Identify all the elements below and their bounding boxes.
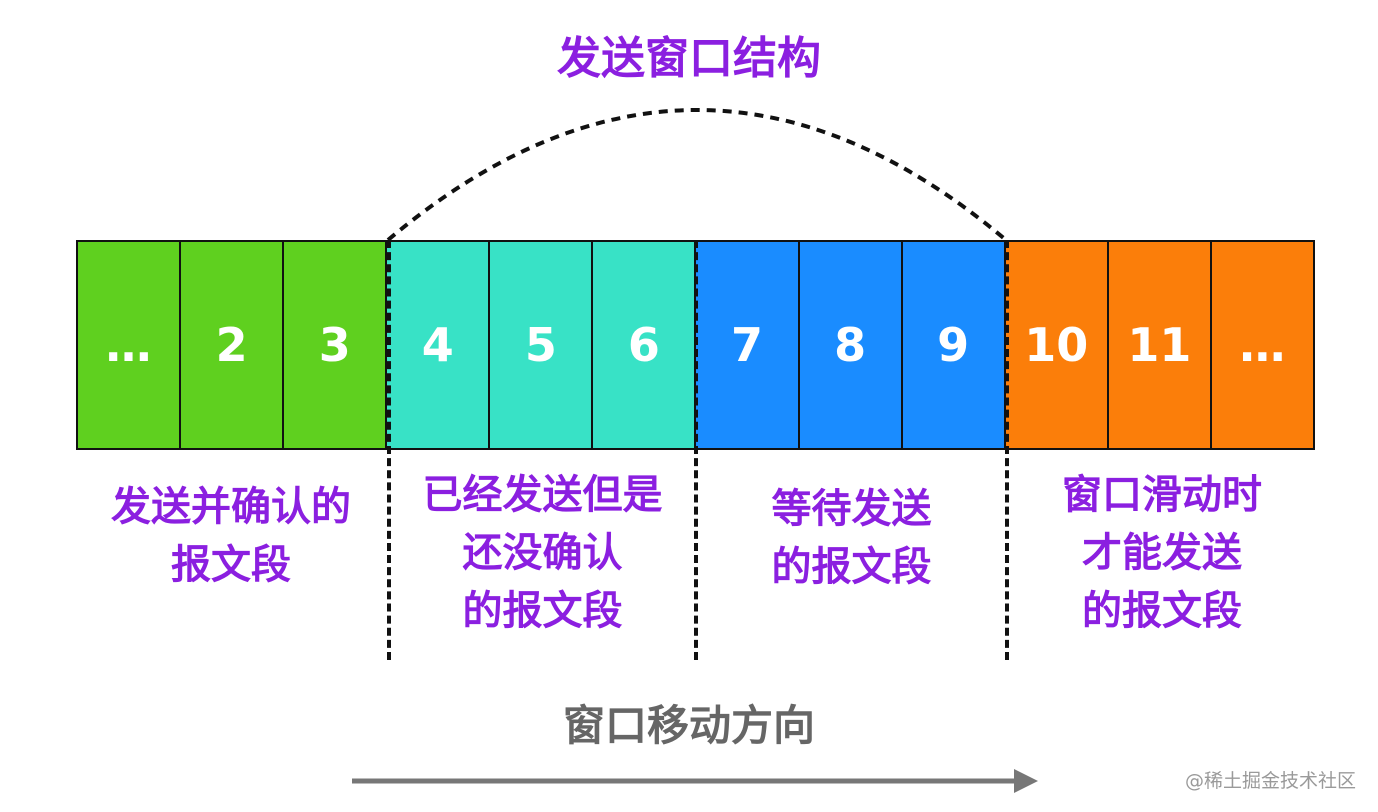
segment-cell: …	[78, 242, 182, 448]
segment-cell: 9	[902, 242, 1006, 448]
segment-cell: 3	[284, 242, 388, 448]
segment-cell: 10	[1005, 242, 1109, 448]
segment-cell: 7	[696, 242, 800, 448]
send-window-arc	[386, 108, 1008, 242]
diagram-title: 发送窗口结构	[557, 33, 821, 84]
watermark-text: @稀土掘金技术社区	[1184, 770, 1356, 792]
group-label-sent-unacked: 已经发送但是 还没确认 的报文段	[422, 472, 663, 634]
group-label-waiting: 等待发送 的报文段	[771, 486, 932, 590]
segment-cell: 8	[799, 242, 903, 448]
segment-cell: 5	[490, 242, 594, 448]
direction-arrow	[352, 769, 1038, 793]
boundary-line	[694, 240, 698, 660]
segment-cells: … 2 3 4 5 6 7 8 9 10 11 …	[76, 240, 1315, 450]
group-label-future: 窗口滑动时 才能发送 的报文段	[1062, 472, 1262, 634]
boundary-line	[387, 240, 391, 660]
segment-cell: 11	[1108, 242, 1212, 448]
segment-cell: 6	[593, 242, 697, 448]
segment-cell: 4	[387, 242, 491, 448]
group-label-acked: 发送并确认的 报文段	[111, 484, 351, 588]
segment-cell: 2	[181, 242, 285, 448]
boundary-line	[1005, 240, 1009, 660]
segment-cell: …	[1211, 242, 1313, 448]
direction-label: 窗口移动方向	[562, 701, 815, 750]
